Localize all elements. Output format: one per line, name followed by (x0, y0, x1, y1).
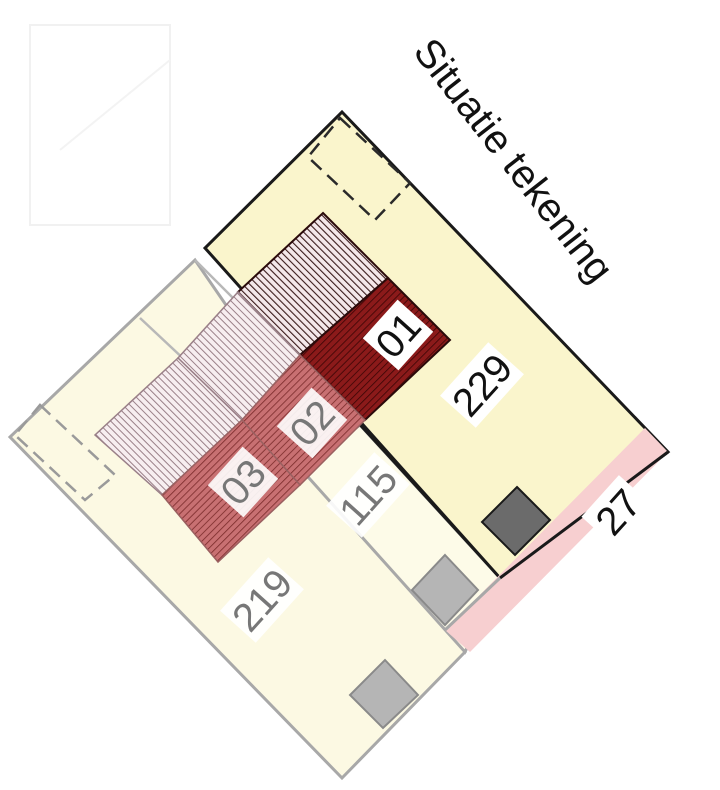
dashed-zone-upper (306, 116, 412, 222)
utility-box-light-2 (348, 658, 420, 730)
background-ghost-lines (29, 24, 171, 226)
utility-box-dark (480, 485, 552, 557)
dashed-zone-lower (13, 403, 117, 502)
utility-box-light-1 (410, 553, 480, 627)
plot-27-edge-faded (443, 576, 502, 632)
plot-229-inner-line (359, 424, 501, 579)
